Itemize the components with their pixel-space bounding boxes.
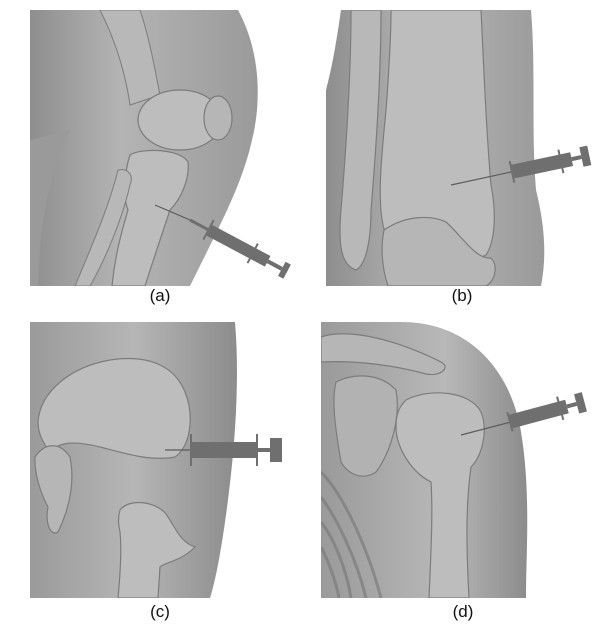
panel-b-ankle <box>326 10 598 286</box>
panel-d-label: (d) <box>433 602 493 622</box>
knee-joint-icon <box>30 10 291 286</box>
hip-joint-icon <box>30 322 291 598</box>
panel-c-label: (c) <box>130 602 190 622</box>
panel-a-label: (a) <box>130 286 190 306</box>
panel-b-label: (b) <box>432 286 492 306</box>
ankle-joint-icon <box>326 10 598 286</box>
panel-a-knee <box>30 10 291 286</box>
panel-c-hip <box>30 322 291 598</box>
panel-d-shoulder <box>321 322 598 598</box>
shoulder-joint-icon <box>321 322 598 598</box>
